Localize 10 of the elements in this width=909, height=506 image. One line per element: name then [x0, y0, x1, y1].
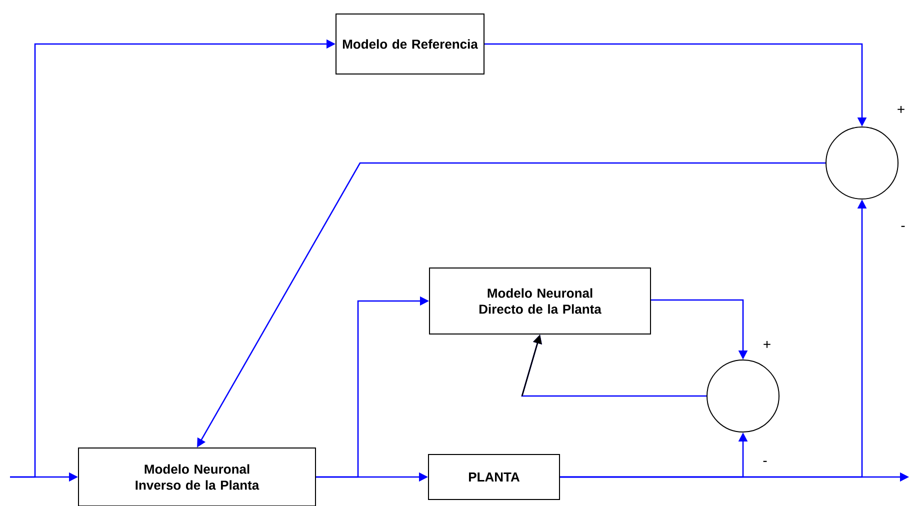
summing-junction [706, 360, 780, 432]
block-box: Modelo de Referencia [336, 14, 484, 74]
block-box: PLANTA [428, 454, 560, 500]
sign-label: + [764, 340, 770, 348]
summing-junction [826, 126, 899, 200]
sign-label: + [898, 106, 904, 113]
sign-label: - [763, 460, 767, 462]
block-box: Modelo Neuronal Inverso de la Planta [78, 448, 316, 506]
block-box: Modelo Neuronal Directo de la Planta [429, 268, 651, 334]
sign-label: - [901, 226, 905, 227]
